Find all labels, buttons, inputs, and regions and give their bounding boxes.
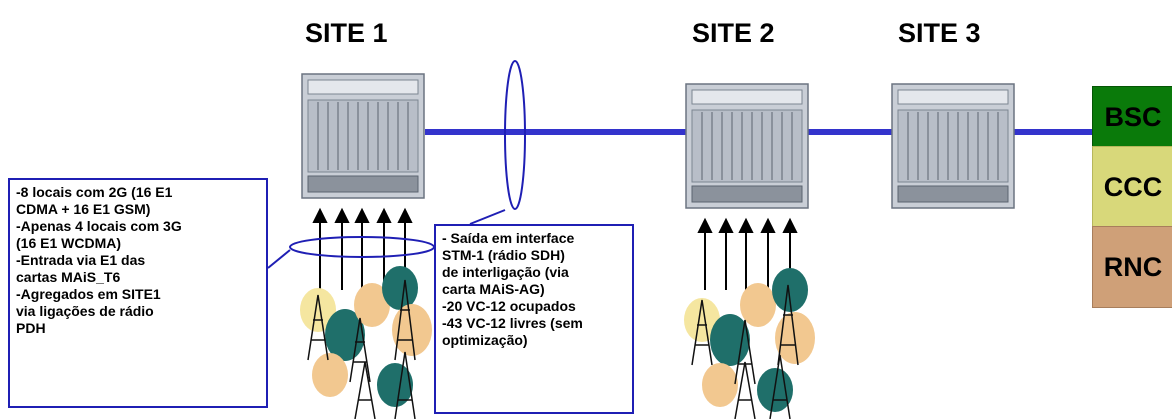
note-left-line: -Apenas 4 locais com 3G — [16, 218, 182, 234]
bsc-box: BSC — [1092, 86, 1172, 148]
stm1-link-marker — [504, 60, 526, 210]
site-1-title: SITE 1 — [305, 18, 388, 48]
note-center-line: - Saída em interface — [442, 230, 575, 246]
radio-towers-site2 — [684, 268, 815, 419]
e1-callout-line — [267, 249, 291, 269]
note-left-line: -8 locais com 2G (16 E1 — [16, 184, 173, 200]
radio-towers-site1 — [300, 266, 432, 419]
note-left-line: -Agregados em SITE1 — [16, 286, 161, 302]
e1-arrows-site2 — [697, 217, 798, 290]
equipment-shelf-site1 — [301, 73, 425, 199]
note-center-line: carta MAiS-AG) — [442, 281, 545, 297]
note-left-line: cartas MAiS_T6 — [16, 269, 121, 285]
note-left-line: -Entrada via E1 das — [16, 252, 146, 268]
note-center-line: -43 VC-12 livres (sem — [442, 315, 583, 331]
note-center-line: -20 VC-12 ocupados — [442, 298, 576, 314]
equipment-shelf-site3 — [891, 83, 1015, 209]
note-left-line: CDMA + 16 E1 GSM) — [16, 201, 151, 217]
stm1-callout-line — [469, 209, 506, 225]
note-center-line: de interligação (via — [442, 264, 569, 280]
ccc-box: CCC — [1092, 146, 1172, 228]
note-center-line: optimização) — [442, 332, 528, 348]
note-left-line: PDH — [16, 320, 46, 336]
note-left-line: via ligações de rádio — [16, 303, 154, 319]
equipment-shelf-site2 — [685, 83, 809, 209]
note-center-line: STM-1 (rádio SDH) — [442, 247, 565, 263]
site-3-title: SITE 3 — [898, 18, 981, 48]
site-2-title: SITE 2 — [692, 18, 775, 48]
note-center: - Saída em interface STM-1 (rádio SDH) d… — [434, 224, 634, 414]
note-left-line: (16 E1 WCDMA) — [16, 235, 122, 251]
rnc-box: RNC — [1092, 226, 1172, 308]
note-left: -8 locais com 2G (16 E1 CDMA + 16 E1 GSM… — [8, 178, 268, 408]
